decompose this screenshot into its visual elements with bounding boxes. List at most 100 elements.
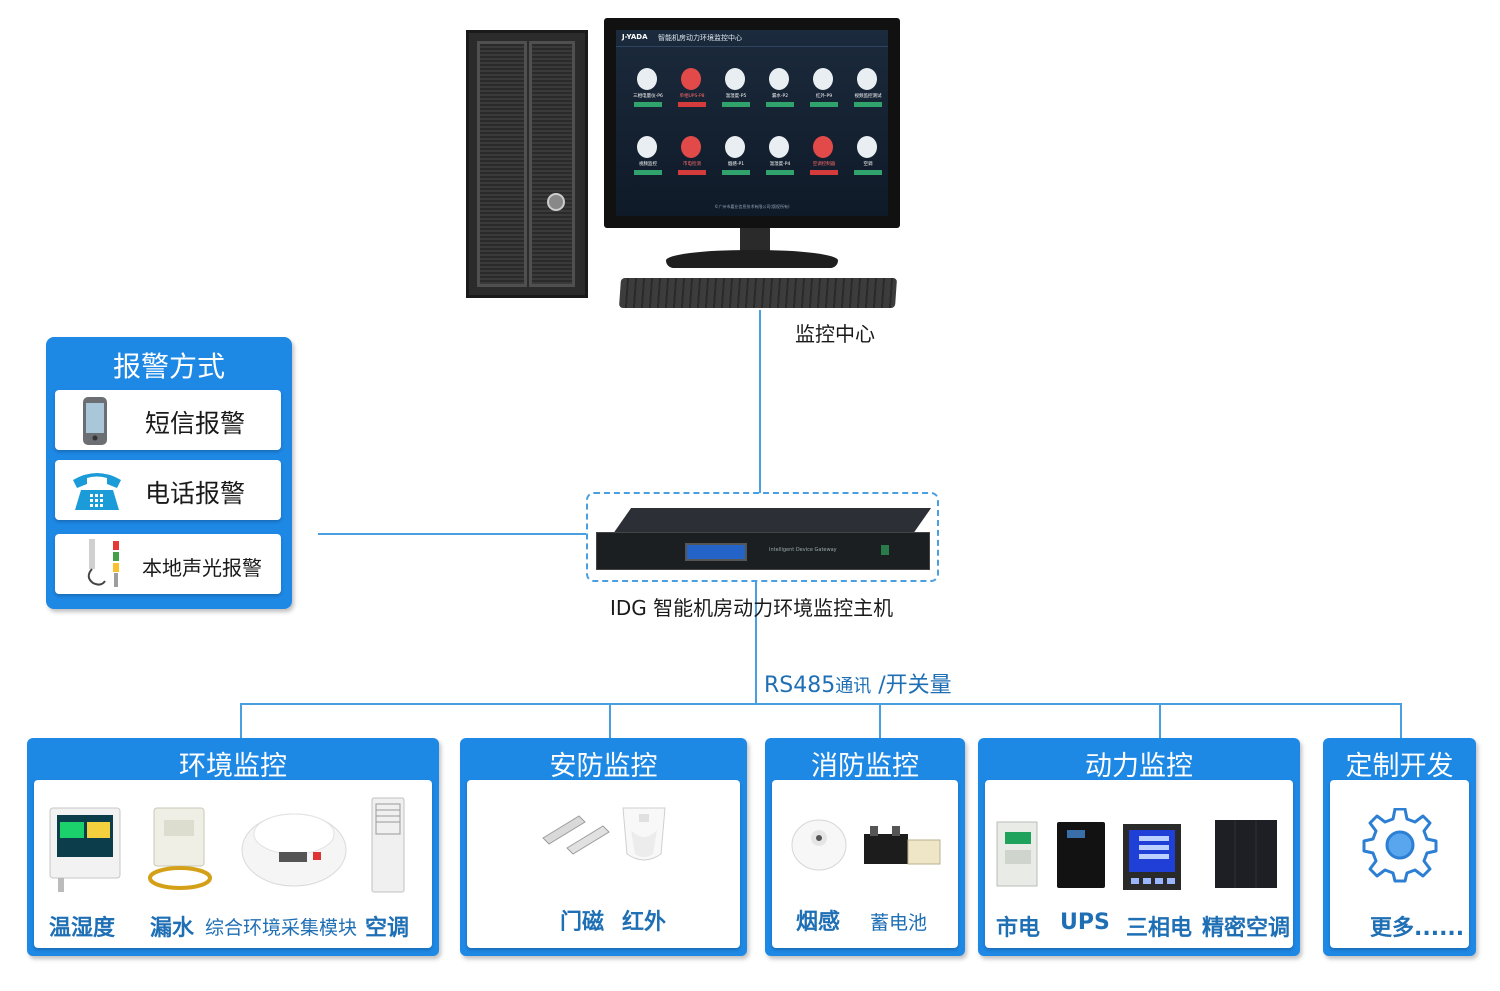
screen-tile-icon (857, 136, 877, 158)
screen-tile: 漏水-P2 (760, 68, 800, 112)
screen-tile-icon (637, 68, 657, 90)
mobile-phone-icon (83, 397, 107, 445)
screen-tile: 视频监控 (628, 136, 668, 180)
bus-label-prefix: RS485 (764, 673, 836, 698)
host-panel-text: Intelligent Device Gateway (769, 547, 837, 553)
alarm-methods-panel: 报警方式 短信报警 电话报警 本地声光报警 (46, 337, 292, 609)
drop-line-custom (1400, 703, 1402, 739)
screen-tile: 空调控制器 (804, 136, 844, 180)
host-logo-icon (881, 545, 889, 555)
alarm-item-local: 本地声光报警 (55, 534, 281, 594)
drop-line-power (1159, 703, 1161, 739)
device-label: 门磁 (560, 910, 605, 935)
bus-label: RS485通讯 /开关量 (764, 667, 952, 699)
screen-tile-label: 三相电量仪-P6 (633, 94, 663, 99)
screen-tile-icon (857, 68, 877, 90)
screen-tile-label: 空调 (863, 162, 873, 167)
category-title: 环境监控 (179, 751, 287, 782)
precision-ac-icon (1215, 820, 1277, 888)
screen-tile-icon (681, 68, 701, 90)
category-title: 动力监控 (1085, 751, 1193, 782)
mains-meter-icon (996, 821, 1038, 887)
screen-tile: 红外-P9 (804, 68, 844, 112)
screen-tile-icon (725, 68, 745, 90)
drop-line-security (609, 703, 611, 739)
category-title: 定制开发 (1345, 751, 1454, 782)
device-label: 空调 (365, 916, 410, 941)
drop-line-env (240, 703, 242, 739)
screen-tile-icon (813, 68, 833, 90)
temp-humidity-sensor-icon (49, 807, 121, 892)
screen-tile-icon (725, 136, 745, 158)
door-magnet-icon (542, 815, 610, 855)
screen-tile: 视频监控测试 (848, 68, 888, 112)
screen-tile-label: 单相UPS-P8 (679, 94, 705, 99)
power-button-icon (547, 193, 565, 211)
screen-tile: 温湿度-P4 (760, 136, 800, 180)
screen-tile-icon (637, 136, 657, 158)
device-label: 蓄电池 (870, 912, 928, 934)
bus-line (240, 703, 1402, 705)
alarm-item-label: 电话报警 (145, 479, 246, 508)
device-label: 精密空调 (1202, 916, 1291, 941)
screen-tile-status (722, 170, 750, 175)
category-custom: 定制开发 更多...... (1323, 738, 1476, 956)
screen-tile-label: 温湿度-P4 (769, 162, 791, 167)
screen-tile-label: 红外-P9 (815, 94, 833, 99)
category-body: 门磁 红外 (467, 780, 740, 948)
telephone-icon (73, 473, 121, 510)
three-phase-meter-icon (1123, 824, 1181, 890)
gear-icon (1362, 808, 1438, 883)
drop-line-fire (879, 703, 881, 739)
screen-tile: 空调 (848, 136, 888, 180)
screen-tile-status (810, 102, 838, 107)
water-leak-sensor-icon (148, 807, 212, 890)
battery-relay-icon (864, 826, 941, 865)
pc-tower (466, 30, 588, 298)
screen-tile: 烟感-P1 (716, 136, 756, 180)
infrared-detector-icon (622, 807, 666, 861)
screen-tile: 单相UPS-P8 (672, 68, 712, 112)
monitor-base (666, 250, 838, 268)
bus-label-suffix: /开关量 (871, 673, 952, 698)
screen-tile: 市电检测 (672, 136, 712, 180)
connector-center-to-host (759, 310, 761, 493)
screen-tile-icon (769, 136, 789, 158)
screen-tile-status (766, 102, 794, 107)
monitor-center-label: 监控中心 (795, 322, 875, 346)
device-label: UPS (1060, 910, 1110, 935)
device-label: 市电 (996, 916, 1041, 941)
alarm-panel-title: 报警方式 (112, 350, 225, 383)
device-label: 综合环境采集模块 (205, 917, 358, 939)
screen-tile-status (766, 170, 794, 175)
device-label: 漏水 (150, 916, 195, 941)
category-security: 安防监控 门磁 红外 (460, 738, 747, 956)
ups-icon (1057, 822, 1105, 888)
alarm-item-label: 本地声光报警 (142, 556, 262, 580)
screen-tile-status (810, 170, 838, 175)
screen-tile-status (722, 102, 750, 107)
category-body: 市电 UPS 三相电 精密空调 (985, 780, 1293, 948)
screen-tile-status (634, 102, 662, 107)
device-label: 烟感 (796, 910, 841, 935)
connector-alarm-to-host (318, 533, 586, 535)
integrated-collector-icon (241, 813, 347, 887)
bus-label-middle: 通讯 (835, 676, 872, 697)
category-title: 安防监控 (549, 751, 658, 782)
screen-tile-status (854, 170, 882, 175)
host-label: IDG 智能机房动力环境监控主机 (610, 596, 894, 620)
category-fire: 消防监控 烟感 蓄电池 (765, 738, 965, 956)
category-power: 动力监控 市电 UPS 三相电 精密空调 (978, 738, 1300, 956)
category-body: 烟感 蓄电池 (772, 780, 958, 948)
device-label: 温湿度 (49, 916, 116, 941)
cabinet-air-conditioner-icon (371, 797, 405, 893)
screen-title: 智能机房动力环境监控中心 (658, 34, 742, 42)
screen-tile-icon (769, 68, 789, 90)
alarm-item-phone: 电话报警 (55, 460, 281, 520)
device-label: 更多...... (1370, 916, 1465, 941)
screen-tile-label: 漏水-P2 (771, 94, 789, 99)
screen-tile-status (854, 102, 882, 107)
screen-tile-label: 视频监控测试 (854, 94, 882, 99)
